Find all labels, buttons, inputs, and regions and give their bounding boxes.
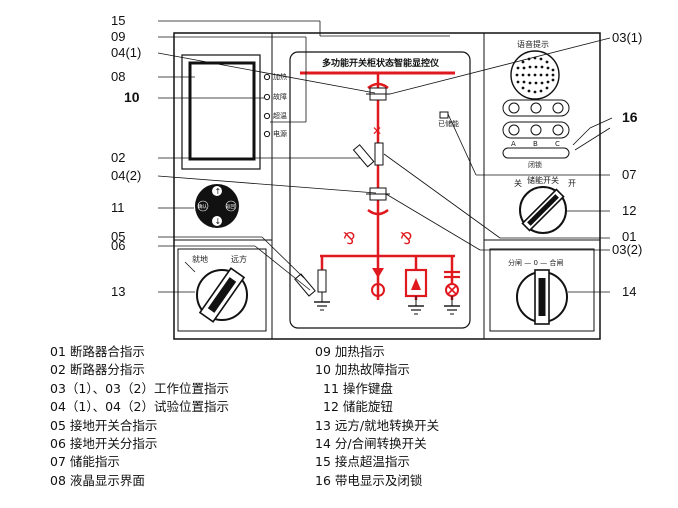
callout-07: 07: [622, 167, 636, 182]
down-arrow-icon: [372, 268, 384, 278]
voice-label: 语音提示: [517, 39, 549, 49]
keypad-confirm-button[interactable]: [197, 200, 209, 212]
keypad-back-button[interactable]: [225, 200, 237, 212]
indicator-group: 加热 故障 超温 电源: [263, 72, 287, 138]
phase-a-label: A: [511, 140, 516, 148]
callout-15: 15: [111, 13, 125, 28]
breaker-open-indicator: [352, 144, 375, 168]
knob-on-label: 开: [568, 179, 576, 188]
callout-04-1: 04(1): [111, 45, 141, 60]
arrow-up-icon: ↑: [215, 187, 222, 196]
breaker-closed-indicator: [374, 142, 384, 166]
energy-storage-knob-handle[interactable]: [521, 188, 565, 232]
energy-stored-label: 已储能: [438, 119, 459, 128]
knob-title-label: 储能开关: [527, 175, 559, 185]
local-remote-arc: [184, 261, 196, 273]
legend-item: 13 远方/就地转换开关: [315, 417, 440, 433]
keypad-back-label: 返回: [226, 203, 235, 210]
legend-item: 12 储能旋钮: [323, 399, 393, 415]
legend-right: 09 加热指示 10 加热故障指示 11 操作键盘 12 储能旋钮 13 远方/…: [315, 343, 439, 490]
callout-08: 08: [111, 69, 125, 84]
legend-item: 14 分/合闸转换开关: [315, 435, 427, 451]
callout-04-2: 04(2): [111, 168, 141, 183]
lower-contact-arc: [367, 208, 389, 216]
phase-a-lamp: [508, 102, 520, 114]
local-remote-frame: [177, 248, 267, 332]
remote-label: 远方: [231, 254, 247, 264]
callout-05: 05: [111, 229, 125, 244]
mimic-panel: [289, 51, 471, 329]
callout-12: 12: [622, 203, 636, 218]
legend-item: 04（1）、04（2）试验位置指示: [50, 399, 229, 415]
keypad-down-button[interactable]: [212, 216, 222, 226]
callout-02: 02: [111, 150, 125, 165]
legend-item: 08 液晶显示界面: [50, 472, 145, 488]
breaker-cross-icon: ✕: [372, 124, 382, 138]
overtemp-indicator: [263, 112, 271, 120]
legend-item: 02 断路器分指示: [50, 362, 145, 378]
indicator-label-power: 电源: [273, 129, 287, 138]
speaker-holes: [515, 56, 555, 94]
lcd-screen: [188, 61, 256, 161]
indicator-label-overtemp: 超温: [273, 111, 287, 120]
legend-item: 11 操作键盘: [323, 380, 393, 396]
legend-item: 01 断路器合指示: [50, 344, 145, 359]
heating-indicator: [263, 73, 271, 81]
callout-13: 13: [111, 284, 125, 299]
indicator-label-fault: 故障: [273, 92, 287, 101]
callout-01: 01: [622, 229, 636, 244]
phase-b-label: B: [533, 140, 538, 148]
callout-11: 11: [111, 200, 125, 215]
keypad: ↑ ↓ 确认 返回: [195, 184, 239, 228]
local-remote-handle[interactable]: [198, 267, 246, 323]
arrester-arrow: [411, 278, 421, 290]
ct-left-icon: ⅋: [343, 229, 355, 248]
open-close-frame: [489, 248, 595, 332]
phase-c-label: C: [555, 140, 560, 148]
legend-item: 10 加热故障指示: [315, 362, 410, 378]
callout-03-1: 03(1): [612, 30, 642, 45]
device-frame: [173, 32, 601, 340]
legend-item: 07 储能指示: [50, 454, 120, 470]
phase-c-lamp: [552, 102, 564, 114]
legend-item: 05 接地开关合指示: [50, 417, 158, 433]
callout-14: 14: [622, 284, 636, 299]
callout-16: 16: [622, 109, 638, 125]
legend-item: 09 加热指示: [315, 344, 385, 359]
leader-lines: [157, 20, 613, 293]
lcd-outer: [181, 54, 261, 170]
ct-right-icon: ⅋: [400, 229, 412, 248]
legend-item: 03（1）、03（2）工作位置指示: [50, 380, 229, 396]
legend-left: 01 断路器合指示 02 断路器分指示 03（1）、03（2）工作位置指示 04…: [50, 343, 229, 490]
cable-sensor-icon: [371, 283, 385, 297]
phase-b-lamp: [530, 102, 542, 114]
mimic-title: 多功能开关柜状态智能显控仪: [322, 57, 440, 69]
arrow-down-icon: ↓: [215, 217, 222, 226]
upper-contact-arc: [367, 82, 389, 90]
legend-item: 06 接地开关分指示: [50, 435, 158, 451]
local-label: 就地: [192, 254, 208, 264]
open-close-label: 分闸 — 0 — 合闸: [508, 258, 563, 267]
callout-09: 09: [111, 29, 125, 44]
knob-off-label: 关: [514, 178, 522, 188]
power-indicator: [263, 130, 271, 138]
legend-item: 15 接点超温指示: [315, 454, 410, 470]
lock-indicator: [502, 147, 570, 159]
callout-10: 10: [124, 89, 140, 105]
fault-indicator: [263, 93, 271, 101]
keypad-up-button[interactable]: [212, 186, 222, 196]
indicator-label-heat: 加热: [273, 72, 287, 81]
legend-item: 16 带电显示及闭锁: [315, 472, 423, 488]
lock-label: 闭锁: [528, 160, 542, 169]
earth-switch-closed-indicator: [317, 269, 327, 293]
earth-switch-open-indicator: [294, 273, 316, 297]
callout-06: 06: [111, 238, 125, 253]
keypad-body: [195, 184, 239, 228]
keypad-confirm-label: 确认: [198, 203, 207, 210]
energy-stored-indicator: [439, 111, 449, 119]
callout-03-2: 03(2): [612, 242, 642, 257]
